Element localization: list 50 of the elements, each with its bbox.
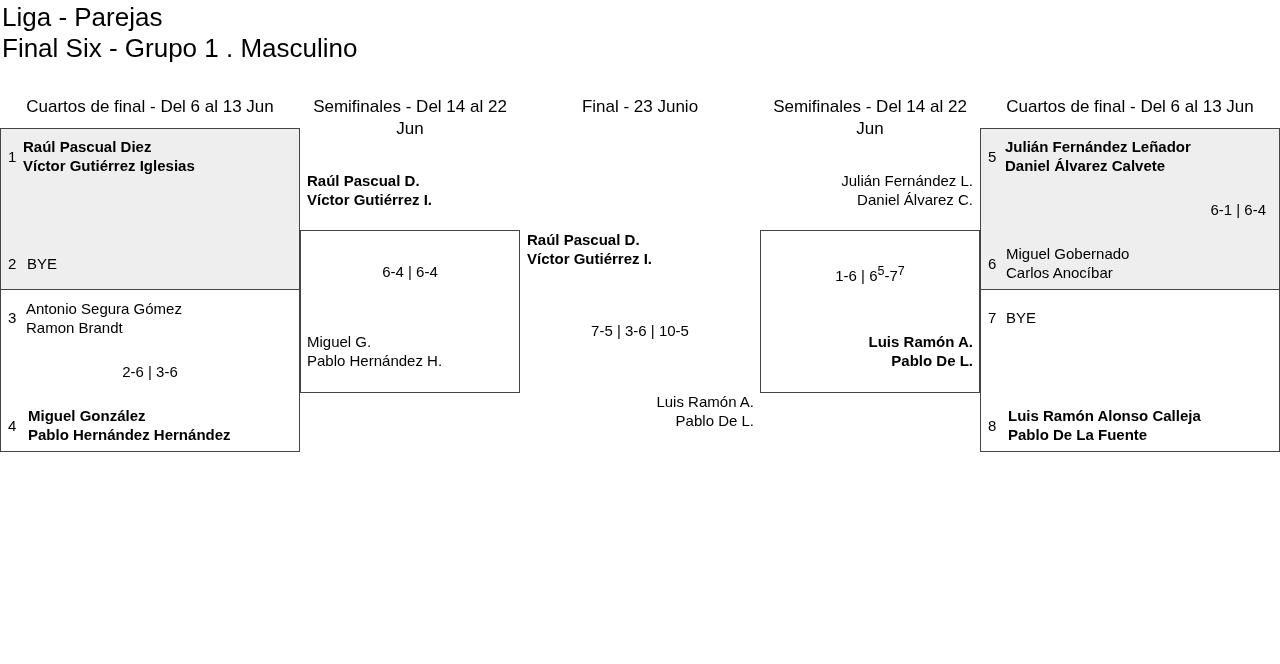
team-names: Julián Fernández L.: [840, 171, 973, 190]
team-names: Daniel Álvarez C.: [856, 190, 973, 209]
team-names: BYE: [1006, 308, 1036, 327]
match-box: [0, 289, 300, 452]
seed-number: 6: [988, 254, 997, 273]
team-names: Daniel Álvarez Calvete: [1005, 156, 1166, 175]
team-names: Miguel González: [28, 406, 146, 425]
team-names: Raúl Pascual D.: [527, 230, 640, 250]
team-names: Pablo Hernández H.: [307, 351, 443, 370]
team-names: Luis Ramón A.: [655, 392, 754, 412]
seed-number: 4: [8, 416, 17, 435]
team-names: Luis Ramón A.: [867, 332, 973, 351]
title: Liga - Parejas: [2, 2, 163, 33]
team-names: BYE: [27, 254, 57, 273]
seed-number: 1: [8, 147, 17, 166]
round-heading: Semifinales - Del 14 al 22 Jun: [772, 96, 968, 140]
team-names: Antonio Segura Gómez: [26, 299, 182, 318]
seed-number: 8: [988, 416, 997, 435]
seed-number: 3: [8, 308, 17, 327]
team-names: Pablo De L.: [674, 411, 754, 431]
match-score: 6-4 | 6-4: [381, 262, 439, 281]
match-box: [980, 289, 1280, 452]
match-score: 6-1 | 6-4: [1209, 200, 1266, 219]
match-box: [980, 128, 1280, 290]
team-names: Carlos Anocíbar: [1006, 263, 1113, 282]
subtitle: Final Six - Grupo 1 . Masculino: [2, 33, 358, 64]
round-heading: Cuartos de final - Del 6 al 13 Jun: [1005, 96, 1255, 118]
team-names: Miguel G.: [307, 332, 372, 351]
round-heading: Cuartos de final - Del 6 al 13 Jun: [25, 96, 275, 118]
team-names: Pablo De L.: [890, 351, 973, 370]
match-score: 2-6 | 3-6: [121, 362, 179, 381]
team-names: Ramon Brandt: [26, 318, 123, 337]
team-names: Víctor Gutiérrez I.: [307, 190, 433, 209]
seed-number: 5: [988, 147, 997, 166]
seed-number: 7: [988, 308, 997, 327]
team-names: Raúl Pascual Diez: [23, 137, 152, 156]
match-score: 7-5 | 3-6 | 10-5: [590, 321, 690, 341]
seed-number: 2: [8, 254, 17, 273]
match-box: [0, 128, 300, 290]
team-names: Miguel Gobernado: [1006, 244, 1130, 263]
round-heading: Semifinales - Del 14 al 22 Jun: [312, 96, 508, 140]
round-heading: Final - 23 Junio: [580, 96, 700, 118]
team-names: Víctor Gutiérrez I.: [527, 249, 653, 269]
team-names: Pablo De La Fuente: [1008, 425, 1148, 444]
team-names: Raúl Pascual D.: [307, 171, 420, 190]
team-names: Julián Fernández Leñador: [1005, 137, 1191, 156]
team-names: Víctor Gutiérrez Iglesias: [23, 156, 195, 175]
team-names: Pablo Hernández Hernández: [28, 425, 231, 444]
team-names: Luis Ramón Alonso Calleja: [1008, 406, 1201, 425]
match-score: 1-6 | 6$^{5}$-7$^{7}$: [834, 263, 906, 285]
